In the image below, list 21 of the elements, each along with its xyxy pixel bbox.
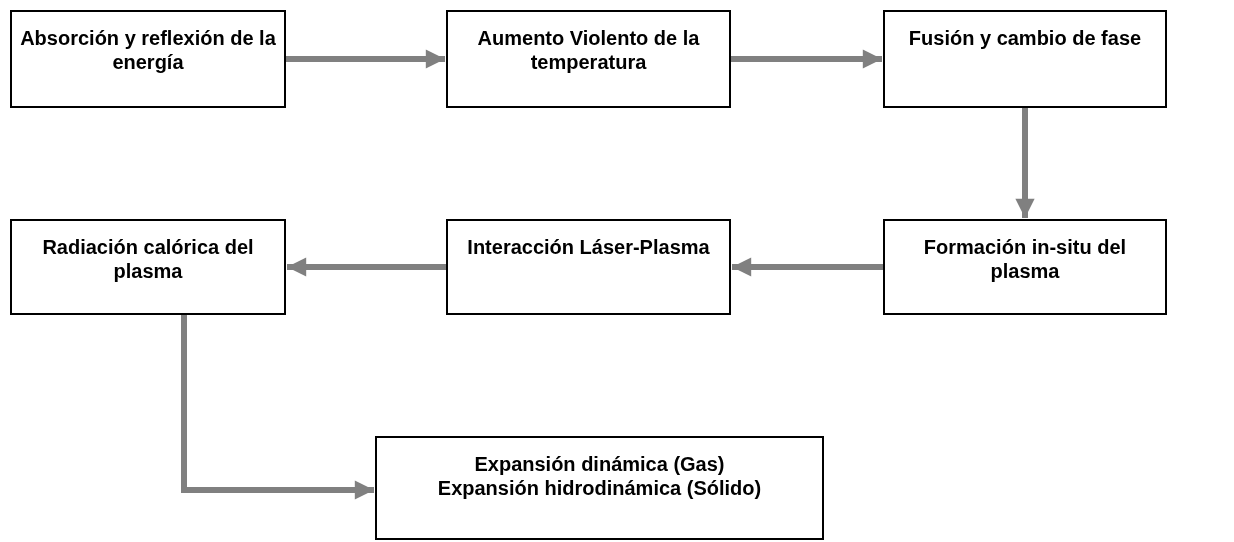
box-text: Expansión hidrodinámica (Sólido) <box>437 476 762 500</box>
box-text: Aumento Violento de la temperatura <box>476 26 701 74</box>
process-box <box>375 436 824 540</box>
arrow <box>731 49 882 69</box>
process-box <box>446 219 731 315</box>
box-text: Fusión y cambio de fase <box>908 26 1142 50</box>
box-text: Absorción y reflexión de la energía <box>19 26 277 74</box>
arrow <box>287 257 446 277</box>
box-text: Expansión dinámica (Gas) <box>474 452 725 476</box>
process-box <box>883 10 1167 108</box>
box-text: Formación in-situ del plasma <box>922 235 1128 283</box>
box-text: Radiación calórica del plasma <box>41 235 255 283</box>
arrow <box>286 49 445 69</box>
arrow <box>1015 108 1035 218</box>
arrow <box>732 257 883 277</box>
process-box <box>446 10 731 108</box>
process-box <box>10 219 286 315</box>
arrow <box>181 315 374 500</box>
box-text: Interacción Láser-Plasma <box>467 235 710 259</box>
process-box <box>883 219 1167 315</box>
process-box <box>10 10 286 108</box>
